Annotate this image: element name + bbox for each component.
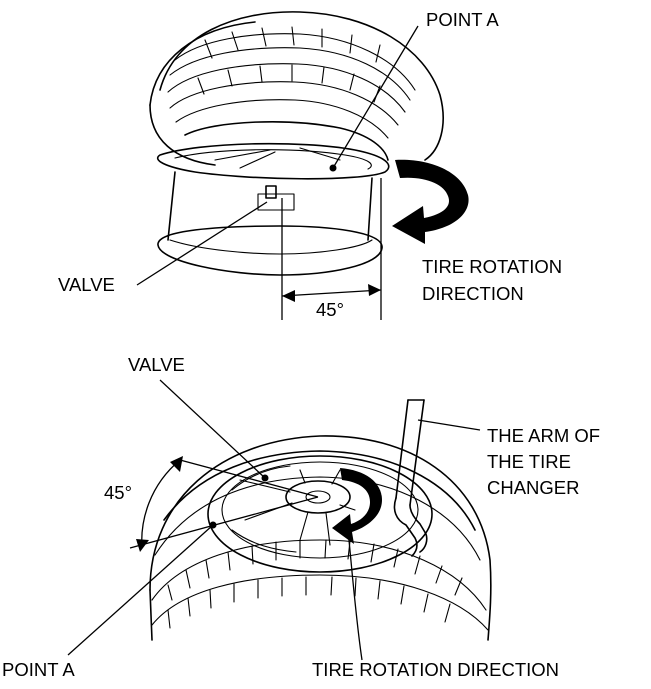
top-valve-label: VALVE — [58, 274, 115, 295]
arm-label-line2: THE TIRE — [487, 451, 571, 472]
top-rotation-label-line2: DIRECTION — [422, 283, 524, 304]
top-angle-label: 45° — [316, 299, 344, 320]
top-point-a-label: POINT A — [426, 9, 499, 30]
bottom-tire — [149, 435, 492, 641]
top-tire — [149, 11, 444, 166]
top-figure: POINT A VALVE TIRE ROTATION DIRECTION 45… — [58, 9, 562, 320]
tire-changer-arm — [393, 399, 428, 557]
bottom-rotation-label: TIRE ROTATION DIRECTION — [312, 659, 559, 680]
bottom-angle-label: 45° — [104, 482, 132, 503]
top-rim — [157, 142, 390, 276]
bottom-wheel — [207, 455, 433, 573]
bottom-point-a-label: POINT A — [2, 659, 75, 680]
bottom-valve-label: VALVE — [128, 354, 185, 375]
curved-arrow-icon — [392, 159, 469, 244]
top-angle-dimension — [281, 178, 382, 320]
top-rotation-label-line1: TIRE ROTATION — [422, 256, 562, 277]
bottom-figure: VALVE THE ARM OF THE TIRE CHANGER 45° PO… — [2, 354, 600, 680]
arm-label-line1: THE ARM OF — [487, 425, 600, 446]
curved-arrow-icon — [332, 468, 382, 544]
arm-label-line3: CHANGER — [487, 477, 580, 498]
